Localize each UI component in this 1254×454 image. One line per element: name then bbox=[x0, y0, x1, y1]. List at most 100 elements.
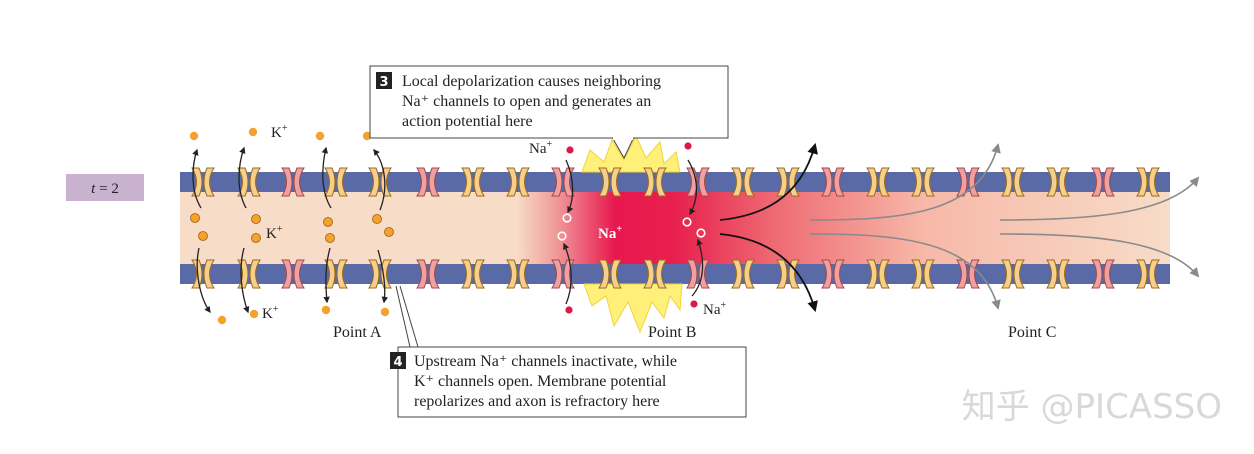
callout-4-pointer bbox=[399, 285, 419, 348]
na-influx-arrow bbox=[691, 238, 704, 297]
k-efflux-arrow bbox=[196, 247, 211, 314]
na-channel bbox=[1091, 167, 1115, 197]
spreading-current-arrow bbox=[809, 233, 1001, 310]
k-channel bbox=[598, 167, 622, 197]
local-current-arrow bbox=[719, 233, 818, 313]
na-ion bbox=[690, 300, 698, 308]
k-ion bbox=[248, 127, 258, 137]
k-channel bbox=[506, 259, 530, 289]
k-efflux-arrow bbox=[321, 146, 332, 209]
na-channel bbox=[821, 167, 845, 197]
k-label-outside-top: K+ bbox=[271, 123, 288, 141]
k-channel bbox=[1136, 259, 1160, 289]
na-ion bbox=[684, 142, 692, 150]
k-channel bbox=[1046, 259, 1070, 289]
k-channel bbox=[911, 167, 935, 197]
k-efflux-arrow bbox=[373, 148, 386, 211]
point-c-label: Point C bbox=[1008, 324, 1056, 341]
k-ion bbox=[372, 214, 382, 224]
k-channel bbox=[598, 259, 622, 289]
depolarization-burst-top bbox=[581, 134, 681, 173]
lower-membrane bbox=[180, 264, 1170, 284]
k-ions-inside bbox=[190, 213, 394, 243]
k-efflux-arrow bbox=[238, 146, 247, 209]
k-channel bbox=[461, 259, 485, 289]
upper-channel-row bbox=[191, 167, 1160, 197]
depolarization-burst-bottom bbox=[583, 283, 683, 334]
callout-3: 3 Local depolarization causes neighborin… bbox=[369, 65, 729, 160]
callout-4: 4 Upstream Na⁺ channels inactivate, whil… bbox=[390, 285, 747, 418]
na-channel bbox=[416, 259, 440, 289]
local-current-arrows bbox=[719, 142, 818, 313]
axoplasm bbox=[180, 192, 1170, 264]
k-channel bbox=[324, 259, 348, 289]
k-channel bbox=[643, 259, 667, 289]
k-channel bbox=[324, 167, 348, 197]
na-ion bbox=[566, 146, 574, 154]
callout-4-number: 4 bbox=[393, 355, 402, 370]
k-ion bbox=[384, 227, 394, 237]
k-efflux-arrow bbox=[192, 148, 202, 209]
na-channel bbox=[281, 259, 305, 289]
k-channel bbox=[191, 167, 215, 197]
k-channel bbox=[506, 167, 530, 197]
k-ion bbox=[198, 231, 208, 241]
k-ion bbox=[251, 233, 261, 243]
time-label-text: t = 2 bbox=[91, 181, 119, 197]
spreading-current-arrow bbox=[999, 233, 1200, 278]
k-ion bbox=[325, 233, 335, 243]
callout-3-box bbox=[369, 65, 729, 139]
k-ion bbox=[217, 315, 227, 325]
na-channel bbox=[281, 167, 305, 197]
k-ion bbox=[323, 217, 333, 227]
callout-4-box bbox=[397, 346, 747, 418]
point-labels: Point A Point B Point C bbox=[333, 324, 1056, 341]
ion-labels: K+ K+ K+ Na+ Na+ Na+ bbox=[262, 123, 727, 322]
na-ion bbox=[557, 231, 567, 241]
spreading-current-arrow bbox=[809, 143, 1001, 221]
spreading-current-arrow bbox=[999, 176, 1200, 221]
na-channel bbox=[551, 167, 575, 197]
callout-4-number-box bbox=[390, 352, 406, 369]
k-channel bbox=[461, 167, 485, 197]
callout-3-number: 3 bbox=[379, 75, 388, 90]
na-influx-arrows bbox=[563, 159, 704, 305]
callout-3-pointer-join bbox=[613, 134, 633, 140]
na-ion bbox=[562, 213, 572, 223]
k-channel bbox=[1136, 167, 1160, 197]
k-ion bbox=[315, 131, 325, 141]
point-b-label: Point B bbox=[648, 324, 696, 341]
k-channel bbox=[643, 167, 667, 197]
k-channel bbox=[237, 167, 261, 197]
k-efflux-arrow bbox=[323, 247, 331, 304]
k-channel bbox=[866, 167, 890, 197]
na-ions-outside bbox=[565, 142, 698, 314]
na-ion bbox=[565, 306, 573, 314]
k-ion bbox=[321, 305, 331, 315]
na-channel bbox=[551, 259, 575, 289]
watermark: 知乎 @PICASSO bbox=[962, 387, 1222, 427]
k-label-outside-bottom: K+ bbox=[262, 304, 279, 322]
time-label-background bbox=[66, 174, 144, 201]
k-ion bbox=[190, 213, 200, 223]
callout-4-text: Upstream Na⁺ channels inactivate, while … bbox=[414, 353, 681, 410]
time-label: t = 2 bbox=[66, 174, 144, 201]
k-channel bbox=[731, 259, 755, 289]
na-influx-arrow bbox=[687, 159, 698, 216]
callout-3-number-box bbox=[376, 72, 392, 89]
k-ion bbox=[362, 131, 372, 141]
na-ions-inside bbox=[557, 213, 706, 241]
k-efflux-arrow bbox=[377, 249, 389, 304]
k-ions-outside-bottom bbox=[217, 305, 390, 325]
k-ions-outside-top bbox=[189, 127, 372, 141]
na-influx-arrow bbox=[563, 242, 572, 305]
na-channel bbox=[956, 167, 980, 197]
point-a-label: Point A bbox=[333, 324, 382, 341]
na-label-outside-bottom: Na+ bbox=[703, 300, 727, 318]
lower-channel-row bbox=[191, 259, 1160, 289]
k-ion bbox=[380, 307, 390, 317]
spreading-current-arrows bbox=[809, 143, 1200, 310]
na-channel bbox=[821, 259, 845, 289]
k-ion bbox=[251, 214, 261, 224]
